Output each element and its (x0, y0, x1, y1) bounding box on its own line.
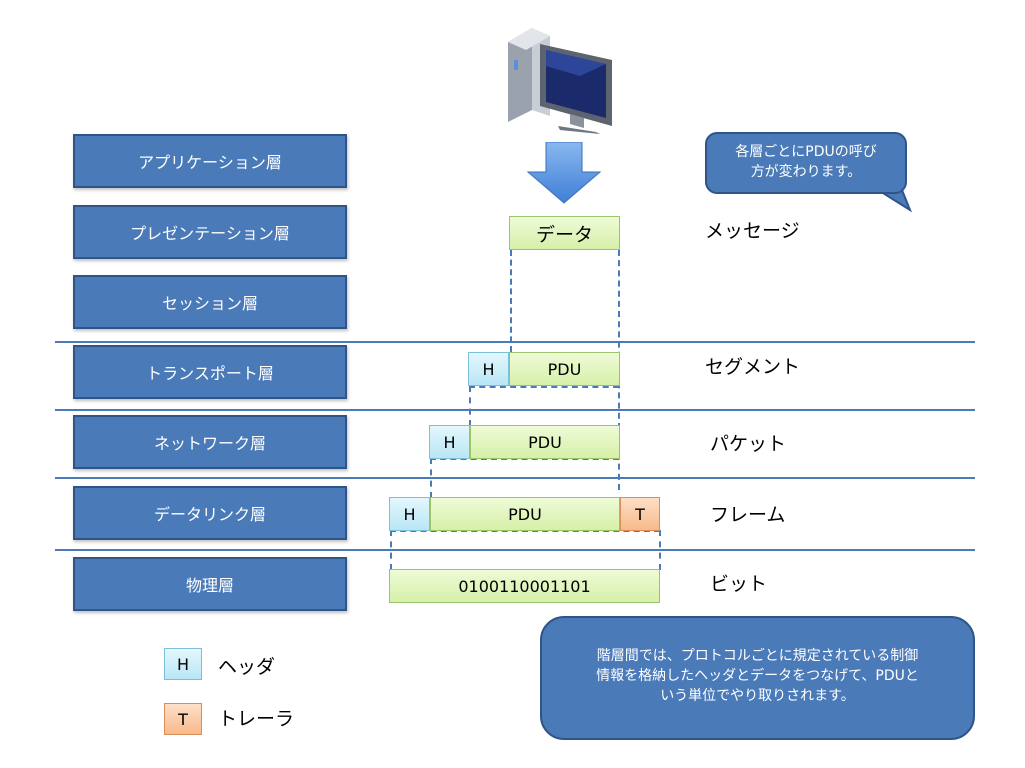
callout-explanation: 階層間では、プロトコルごとに規定されている制御 情報を格納したヘッダとデータをつ… (540, 616, 975, 740)
pdu-label: PDU (528, 432, 562, 452)
pdu-label: PDU (547, 359, 582, 379)
layer-physical: 物理層 (73, 557, 347, 611)
layer-datalink: データリンク層 (73, 486, 347, 540)
layer-session: セッション層 (73, 275, 347, 329)
connector-line (430, 458, 619, 460)
layer-label: ネットワーク層 (153, 434, 266, 453)
pdu-box: PDU (430, 497, 620, 531)
legend-trailer-label: トレーラ (218, 708, 295, 730)
connector-line (390, 530, 392, 570)
connector-line (390, 530, 660, 532)
data-label: データ (535, 223, 593, 246)
layer-label: アプリケーション層 (138, 153, 282, 172)
layer-label: セッション層 (161, 294, 258, 313)
callout-pdu-names: 各層ごとにPDUの呼び 方が変わります。 (705, 132, 907, 194)
data-box: データ (509, 216, 620, 250)
trailer-box: T (620, 497, 660, 531)
connector-line (469, 386, 619, 388)
computer-icon (508, 28, 612, 134)
separator-line (55, 341, 975, 343)
header-box: H (429, 425, 470, 459)
legend-key: T (178, 709, 188, 729)
separator-line (55, 549, 975, 551)
header-label: H (443, 432, 456, 452)
pdu-name-segment: セグメント (705, 356, 801, 378)
pdu-name-message: メッセージ (705, 220, 800, 242)
layer-label: 物理層 (185, 576, 234, 595)
connector-line (430, 458, 432, 498)
header-label: H (482, 359, 495, 379)
callout-line: 階層間では、プロトコルごとに規定されている制御 (596, 648, 919, 664)
callout-line: 情報を格納したヘッダとデータをつなげて、PDUと (596, 668, 919, 684)
callout-pointer (878, 190, 912, 212)
layer-application: アプリケーション層 (73, 134, 347, 188)
pdu-box: PDU (509, 352, 620, 386)
layer-label: トランスポート層 (146, 364, 274, 383)
legend-trailer-swatch: T (164, 703, 202, 735)
connector-line (659, 530, 661, 570)
legend-header-label: ヘッダ (218, 656, 276, 678)
pdu-name-frame: フレーム (710, 504, 786, 526)
callout-line: 各層ごとにPDUの呼び (735, 144, 877, 160)
trailer-label: T (635, 504, 645, 524)
callout-line: いう単位でやり取りされます。 (660, 688, 855, 704)
layer-transport: トランスポート層 (73, 345, 347, 399)
bits-label: 0100110001101 (458, 576, 591, 596)
separator-line (55, 477, 975, 479)
layer-presentation: プレゼンテーション層 (73, 205, 347, 259)
callout-line: 方が変わります。 (750, 164, 862, 180)
header-box: H (389, 497, 430, 531)
connector-line (469, 386, 471, 426)
layer-network: ネットワーク層 (73, 415, 347, 469)
down-arrow-icon (526, 142, 602, 204)
header-label: H (403, 504, 416, 524)
separator-line (55, 409, 975, 411)
bits-box: 0100110001101 (389, 569, 660, 603)
legend-key: H (176, 654, 190, 674)
header-box: H (468, 352, 509, 386)
legend-header-swatch: H (164, 648, 202, 680)
pdu-label: PDU (508, 504, 542, 524)
connector-line (510, 250, 512, 352)
pdu-name-bit: ビット (710, 573, 768, 595)
layer-label: データリンク層 (153, 505, 266, 524)
pdu-box: PDU (470, 425, 620, 459)
layer-label: プレゼンテーション層 (130, 224, 290, 243)
pdu-name-packet: パケット (710, 433, 787, 455)
